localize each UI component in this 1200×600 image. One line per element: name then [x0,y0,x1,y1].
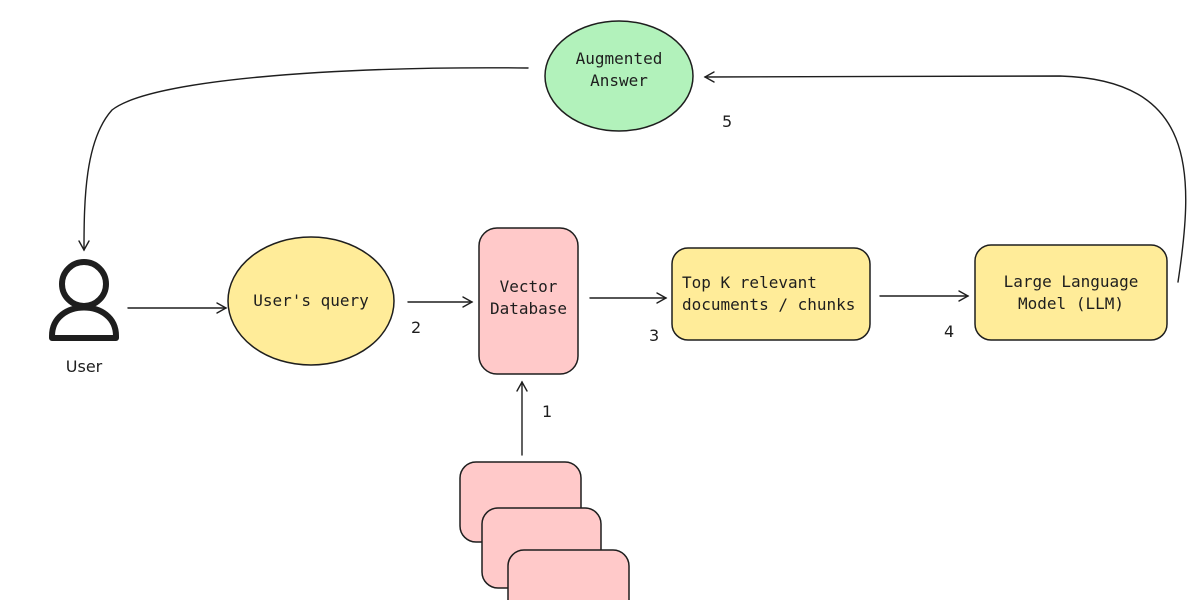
step-1-label: 1 [542,402,553,421]
vector-database-node [478,227,579,375]
augmented-answer-node [544,20,694,132]
step-5-label: 5 [722,112,733,131]
documents-stack [459,461,630,600]
users-query-node [227,236,395,366]
step-3-label: 3 [649,326,660,345]
top-k-node [671,247,871,341]
step-4-label: 4 [944,322,955,341]
llm-node [974,244,1168,341]
step-2-label: 2 [411,318,422,337]
user-icon [49,259,119,341]
document-card [507,549,630,600]
arrow-answer-to-user [78,67,529,252]
arrow-llm-to-answer [703,71,1187,283]
